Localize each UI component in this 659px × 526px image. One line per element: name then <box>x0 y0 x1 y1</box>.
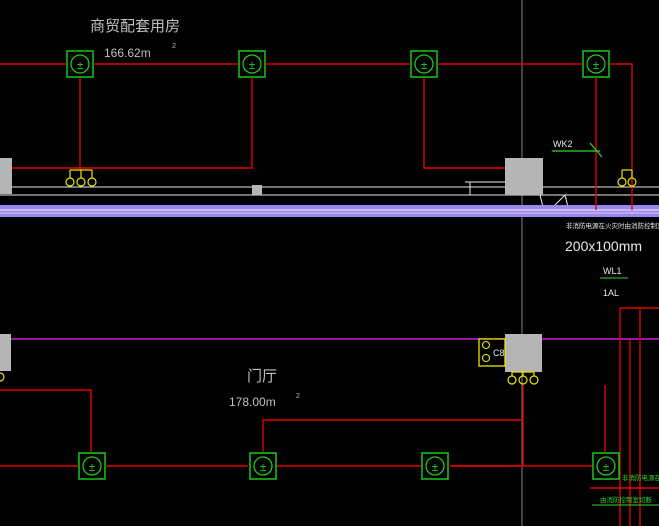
circuit-wl1-label: WL1 <box>603 266 622 276</box>
room-area-upper-sup: 2 <box>172 43 176 50</box>
outlet-lower-2[interactable]: ± <box>249 452 277 480</box>
duct-size-label: 200x100mm <box>565 238 642 254</box>
panel-1al-label: 1AL <box>603 288 619 298</box>
outlet-lower-3[interactable]: ± <box>421 452 449 480</box>
panel-c8[interactable]: C8 <box>478 338 506 367</box>
room-area-upper: 166.62m <box>104 46 151 60</box>
outlet-upper-2[interactable]: ± <box>238 50 266 78</box>
outlet-glyph: ± <box>260 460 267 474</box>
wiring-upper <box>0 63 633 210</box>
wiring-lower <box>0 307 659 526</box>
junction-box-upper-left[interactable] <box>0 158 12 194</box>
outlet-glyph: ± <box>77 58 84 72</box>
fixture-lower-right[interactable] <box>507 371 539 385</box>
outlet-glyph: ± <box>432 460 439 474</box>
outlet-glyph: ± <box>89 460 96 474</box>
wk2-leader <box>552 142 603 158</box>
fixture-upper-left[interactable] <box>65 169 97 187</box>
note-right-label: 非消防电源在火灾时由消防控制室切断 <box>566 221 659 230</box>
junction-box-lower-left[interactable] <box>0 334 11 371</box>
outlet-upper-1[interactable]: ± <box>66 50 94 78</box>
fixture-upper-right[interactable] <box>617 169 637 187</box>
junction-box-lower-right[interactable] <box>505 334 542 372</box>
note-lower-right-1: 非消防电源在火灾时 <box>622 473 659 482</box>
panel-c8-label: C8 <box>493 348 505 358</box>
note-lower-right-2: 由消防控制室切断 <box>600 495 653 504</box>
room-area-lower: 178.00m <box>229 395 276 409</box>
room-name-upper: 商贸配套用房 <box>90 17 180 35</box>
fixture-lower-left[interactable] <box>0 372 5 382</box>
junction-box-upper-right[interactable] <box>505 158 543 195</box>
room-name-lower: 门厅 <box>247 367 277 385</box>
outlet-glyph: ± <box>421 58 428 72</box>
outlet-lower-4[interactable]: ± <box>592 452 620 480</box>
outlet-glyph: ± <box>593 58 600 72</box>
outlet-upper-3[interactable]: ± <box>410 50 438 78</box>
circuit-wk2-label: WK2 <box>553 139 573 149</box>
junction-box-mid-small[interactable] <box>252 185 262 195</box>
outlet-upper-4[interactable]: ± <box>582 50 610 78</box>
outlet-lower-1[interactable]: ± <box>78 452 106 480</box>
outlet-glyph: ± <box>603 460 610 474</box>
room-area-lower-sup: 2 <box>296 393 300 400</box>
outlet-glyph: ± <box>249 58 256 72</box>
cable-tray-band <box>0 205 659 217</box>
